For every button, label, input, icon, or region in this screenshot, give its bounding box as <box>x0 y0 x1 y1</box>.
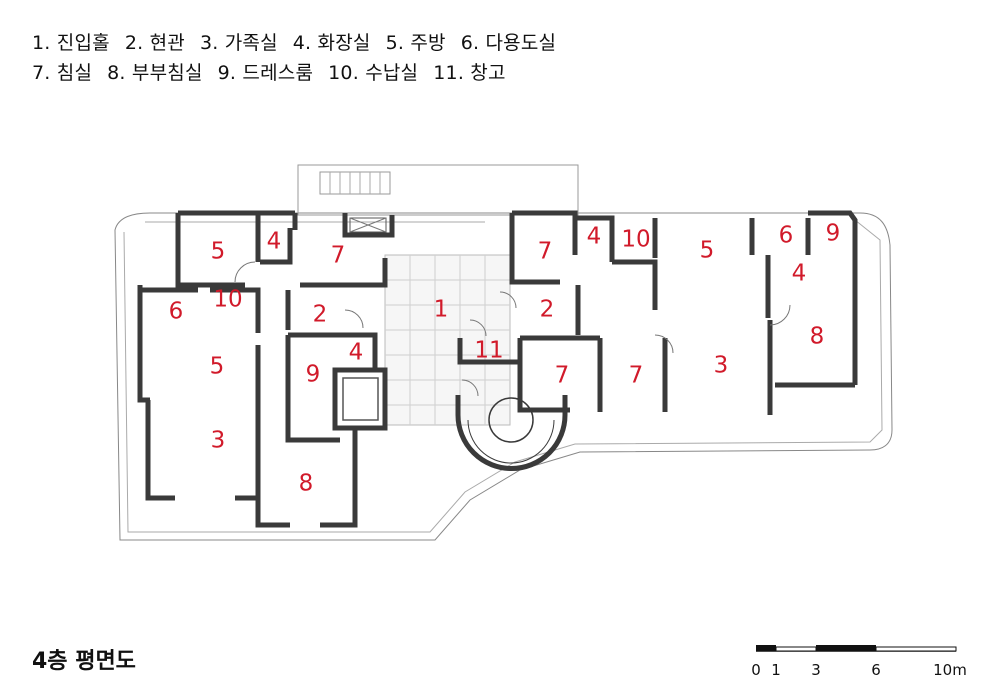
legend-item: 2. 현관 <box>124 32 185 54</box>
room-label: 9 <box>306 362 321 388</box>
left-storage-box <box>349 217 387 233</box>
room-label: 3 <box>211 428 226 454</box>
door-swings <box>234 261 791 397</box>
room-label: 5 <box>211 239 226 265</box>
legend-item: 3. 가족실 <box>199 32 278 54</box>
room-label: 9 <box>826 221 841 247</box>
room-label: 6 <box>169 299 184 325</box>
room-label: 7 <box>555 363 570 389</box>
legend-item: 7. 침실 <box>32 62 93 84</box>
room-label: 10 <box>213 287 242 313</box>
room-label: 8 <box>299 471 314 497</box>
plan-title: 4층 평면도 <box>32 649 136 674</box>
right-wing-walls <box>457 210 858 415</box>
room-label: 2 <box>313 302 328 328</box>
scale-tick: 10m <box>933 661 967 679</box>
room-label: 6 <box>779 223 794 249</box>
terrace-inner-outline <box>123 219 883 533</box>
left-wing-walls <box>137 210 395 528</box>
legend-item: 10. 수납실 <box>328 62 419 84</box>
legend-item: 1. 진입홀 <box>32 32 110 54</box>
legend-item: 11. 창고 <box>433 62 506 84</box>
room-label: 11 <box>474 338 503 364</box>
scale-bar: 0 1 3 6 10m <box>751 645 967 679</box>
terrace-outline <box>114 212 893 541</box>
legend-item: 9. 드레스룸 <box>217 62 314 84</box>
room-label: 7 <box>629 363 644 389</box>
scale-tick: 6 <box>871 661 881 679</box>
room-label: 4 <box>792 261 807 287</box>
room-labels: 5 4 7 6 10 2 1 4 5 9 3 8 11 7 4 10 5 6 9… <box>169 221 841 497</box>
hall-tile-grid <box>384 254 511 426</box>
legend-item: 6. 다용도실 <box>460 32 557 54</box>
left-elevator <box>342 377 379 421</box>
scale-tick: 1 <box>771 661 781 679</box>
room-label: 7 <box>331 243 346 269</box>
room-label: 7 <box>538 239 553 265</box>
stair-inner <box>319 171 391 195</box>
room-label: 4 <box>267 229 282 255</box>
room-label: 5 <box>210 354 225 380</box>
legend-item: 5. 주방 <box>385 32 446 54</box>
legend-item: 8. 부부침실 <box>107 62 203 84</box>
room-label: 1 <box>434 297 449 323</box>
scale-tick: 0 <box>751 661 761 679</box>
scale-tick: 3 <box>811 661 821 679</box>
room-label: 5 <box>700 238 715 264</box>
legend-line-2: 7. 침실 8. 부부침실 9. 드레스룸 10. 수납실 11. 창고 <box>32 58 521 85</box>
room-label: 4 <box>349 340 364 366</box>
room-label: 4 <box>587 224 602 250</box>
room-label: 8 <box>810 324 825 350</box>
room-label: 2 <box>540 297 555 323</box>
stair-top <box>297 164 579 216</box>
room-label: 10 <box>621 227 650 253</box>
legend-line-1: 1. 진입홀 2. 현관 3. 가족실 4. 화장실 5. 주방 6. 다용도실 <box>32 28 571 55</box>
legend-item: 4. 화장실 <box>292 32 371 54</box>
room-label: 3 <box>714 353 729 379</box>
